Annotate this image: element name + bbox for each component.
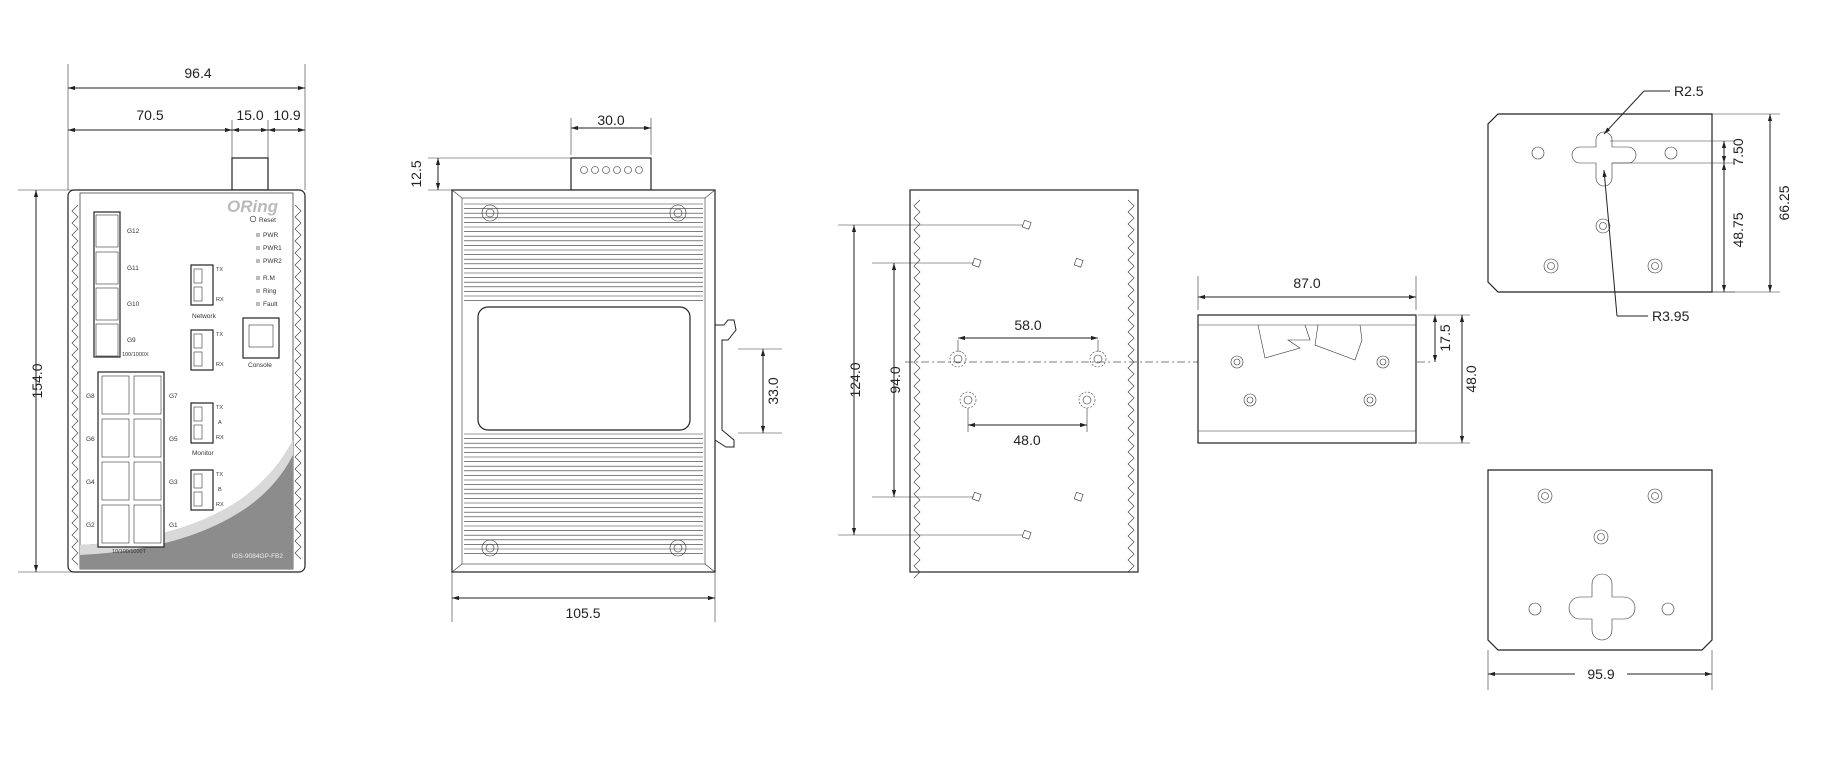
dim-left-width: 70.5 [136, 107, 163, 123]
dim-clip-height: 33.0 [765, 377, 781, 404]
dim-din-upper: 17.5 [1437, 324, 1453, 351]
dim-bottom-spacing: 48.0 [1013, 432, 1040, 448]
port-g9: G9 [127, 337, 136, 344]
dim-top-spacing: 58.0 [1014, 317, 1041, 333]
led-panel: PWR PWR1 PWR2 R.M Ring Fault [256, 232, 282, 308]
reset-button-icon[interactable] [249, 215, 257, 223]
net1-tx: TX [216, 267, 223, 273]
port-g8: G8 [86, 393, 95, 400]
dim-top-height: 12.5 [408, 160, 424, 187]
mon-a-tx: TX [216, 405, 223, 411]
rear-view: 124.0 94.0 58.0 48.0 [838, 189, 1139, 579]
terminal-blocks: TX RX Network TX RX TX A RX Monitor TX B… [190, 264, 224, 511]
radius-large: R3.95 [1652, 308, 1690, 324]
console-port [242, 317, 280, 359]
rj45-ports: G8 G6 G4 G2 G7 G5 G3 G1 10/100/1000T [86, 371, 178, 555]
port-g6: G6 [86, 436, 95, 443]
dim-din-total: 48.0 [1463, 365, 1479, 392]
led-pwr: PWR [263, 232, 278, 239]
mon-b-label: B [218, 487, 222, 493]
dim-din-width: 87.0 [1293, 275, 1320, 291]
dim-mid: 48.75 [1730, 212, 1746, 247]
dim-outer-height: 124.0 [847, 362, 863, 397]
console-label: Console [248, 362, 272, 369]
port-g12: G12 [127, 228, 140, 235]
dim-plate-width: 95.9 [1587, 666, 1614, 682]
port-g11: G11 [127, 265, 139, 272]
dim-right-width: 10.9 [273, 107, 300, 123]
fiber-note: 100/1000X [122, 352, 149, 358]
front-view: 96.4 70.5 15.0 10.9 154.0 ORing Reset PW… [18, 64, 306, 573]
din-rail-view: 87.0 17.5 48.0 [1197, 275, 1479, 444]
port-g2: G2 [86, 522, 95, 529]
dim-inner-height: 94.0 [887, 366, 903, 393]
brand-logo: ORing [227, 197, 279, 216]
dim-gap: 7.50 [1730, 138, 1746, 165]
dim-middle-width: 15.0 [236, 107, 263, 123]
led-fault: Fault [263, 301, 278, 308]
port-g1: G1 [169, 522, 178, 529]
network-label: Network [192, 313, 217, 320]
led-rm: R.M [263, 275, 275, 282]
port-g5: G5 [169, 436, 178, 443]
wall-mount-view: R2.5 R3.95 7.50 48.75 66.25 95.9 [1487, 83, 1792, 690]
port-g4: G4 [86, 479, 95, 486]
dim-top-width: 30.0 [597, 112, 624, 128]
net2-rx: RX [216, 362, 224, 368]
net1-rx: RX [216, 297, 224, 303]
mon-b-rx: RX [216, 502, 224, 508]
led-ring: Ring [263, 288, 277, 295]
side-view: 30.0 12.5 33.0 10 [408, 112, 782, 622]
mon-a-rx: RX [216, 435, 224, 441]
dim-bottom-width: 105.5 [565, 605, 600, 621]
dim-total-width: 96.4 [184, 65, 211, 81]
model-label: IGS-9084GP-FB2 [232, 553, 284, 560]
port-g10: G10 [127, 301, 140, 308]
radius-small: R2.5 [1674, 83, 1704, 99]
dim-total: 66.25 [1776, 185, 1792, 220]
rj45-note: 10/100/1000T [112, 549, 147, 555]
led-pwr1: PWR1 [263, 245, 282, 252]
port-g7: G7 [169, 393, 178, 400]
reset-label: Reset [259, 217, 276, 224]
dim-height: 154.0 [29, 363, 45, 398]
monitor-label: Monitor [192, 450, 215, 457]
fiber-ports: G12 G11 G10 G9 100/1000X [93, 211, 149, 358]
mon-b-tx: TX [216, 472, 223, 478]
mon-a-label: A [218, 420, 222, 426]
wall-plate-bottom [1487, 469, 1713, 651]
port-g3: G3 [169, 479, 178, 486]
net2-tx: TX [216, 332, 223, 338]
led-pwr2: PWR2 [263, 258, 282, 265]
